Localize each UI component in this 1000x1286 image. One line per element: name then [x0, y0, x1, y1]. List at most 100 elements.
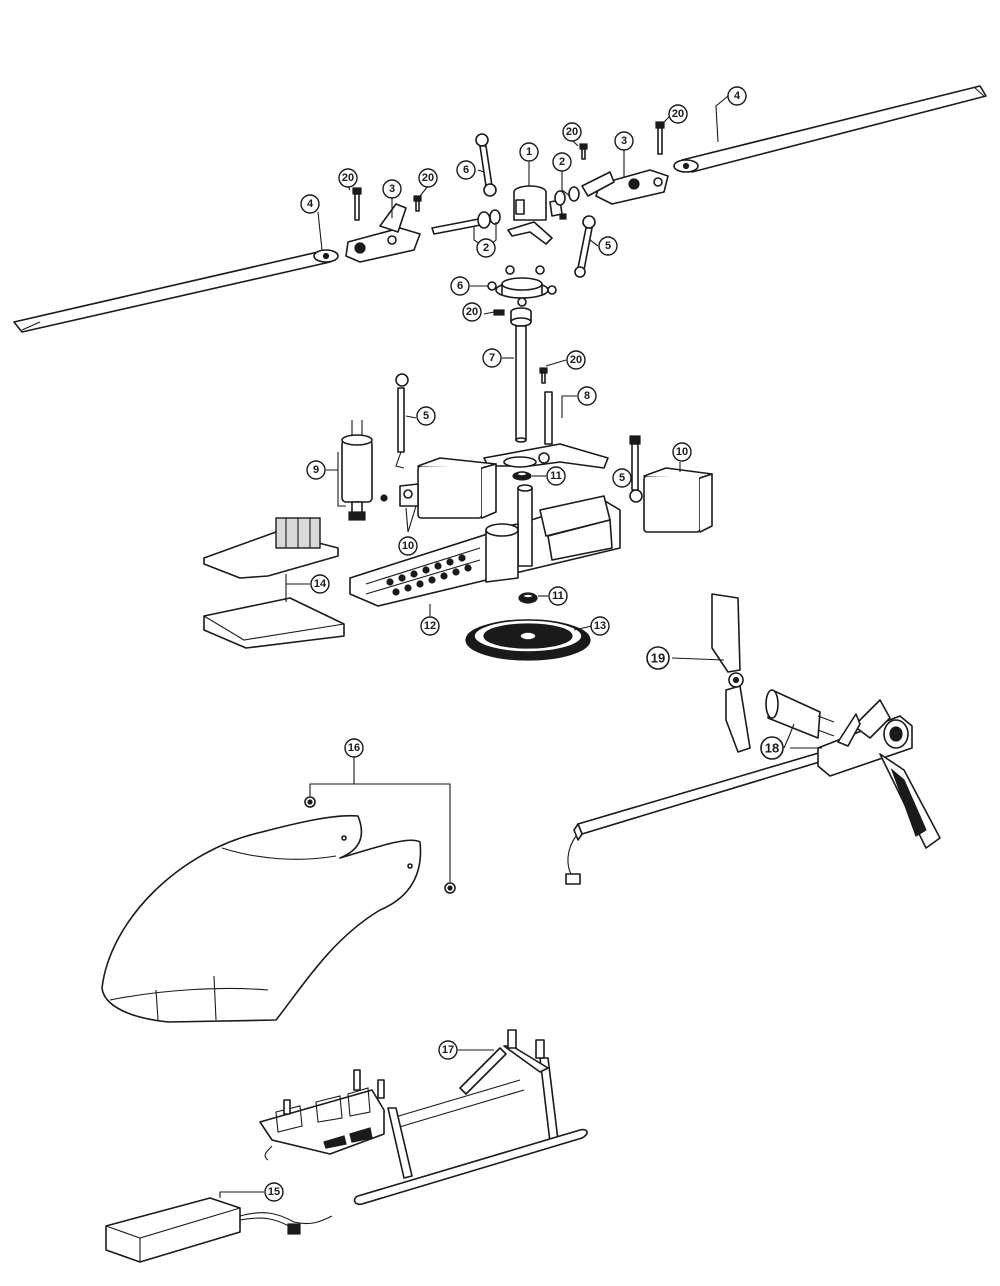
rotor-head: [507, 185, 563, 245]
callout-9: 9: [306, 460, 326, 480]
rotor-blade-left: [13, 249, 339, 333]
callout-20-left-a: 20: [338, 168, 358, 188]
svg-text:6: 6: [457, 280, 463, 292]
tail-rotor: [711, 593, 751, 753]
callouts: 1 2 2 3 3 4 4 5 5 5 6 6 7 8 9 10 10 11 1…: [264, 86, 784, 1202]
landing-gear: [259, 1029, 588, 1206]
svg-text:19: 19: [651, 651, 665, 666]
svg-text:4: 4: [734, 90, 741, 102]
callout-8: 8: [577, 386, 597, 406]
callout-20-shaft: 20: [566, 350, 586, 370]
svg-text:16: 16: [348, 742, 360, 754]
callout-15: 15: [264, 1182, 284, 1202]
linkage-rod-5-right: [574, 215, 596, 278]
svg-text:15: 15: [268, 1186, 280, 1198]
svg-text:18: 18: [765, 741, 779, 756]
svg-text:10: 10: [676, 446, 688, 458]
callout-3-right: 3: [614, 131, 634, 151]
svg-text:9: 9: [313, 464, 319, 476]
receiver-board: [203, 517, 339, 579]
svg-text:3: 3: [621, 135, 627, 147]
tail-boom: [565, 751, 827, 885]
canopy-grommets: [304, 796, 456, 894]
feathering-spindle: [431, 209, 501, 235]
callout-6-upper: 6: [456, 160, 476, 180]
blade-grip-left: [345, 203, 421, 263]
callout-5-servo: 5: [612, 468, 632, 488]
svg-text:4: 4: [307, 198, 314, 210]
leader-lines: [219, 95, 822, 1198]
svg-text:11: 11: [552, 590, 564, 602]
callout-5-middle: 5: [416, 406, 436, 426]
linkage-rod-5-middle: [395, 373, 409, 469]
callout-3-left: 3: [382, 179, 402, 199]
callout-2-left: 2: [476, 238, 496, 258]
main-shaft-collar: [493, 307, 532, 327]
canopy: [101, 814, 422, 1023]
bearing-11-lower: [518, 592, 538, 604]
svg-text:14: 14: [314, 578, 327, 590]
tail-motor: [765, 689, 835, 739]
svg-text:7: 7: [489, 352, 495, 364]
callout-11-lower: 11: [548, 586, 568, 606]
svg-text:5: 5: [605, 240, 611, 252]
svg-text:5: 5: [619, 472, 625, 484]
callout-12: 12: [420, 616, 440, 636]
rotor-blade-right: [673, 85, 987, 173]
svg-text:12: 12: [424, 620, 436, 632]
svg-text:10: 10: [402, 540, 414, 552]
svg-text:20: 20: [570, 354, 582, 366]
svg-text:5: 5: [423, 410, 429, 422]
callout-18: 18: [760, 736, 784, 760]
svg-text:8: 8: [584, 390, 590, 402]
svg-text:20: 20: [672, 108, 684, 120]
servo-left: [380, 457, 497, 519]
svg-text:20: 20: [422, 172, 434, 184]
main-gear: [465, 619, 591, 661]
callout-13: 13: [590, 616, 610, 636]
screw-20-shaft: [539, 367, 548, 384]
callout-17: 17: [438, 1040, 458, 1060]
callout-5-rotor: 5: [598, 236, 618, 256]
svg-text:20: 20: [342, 172, 354, 184]
callout-2-right: 2: [552, 152, 572, 172]
linkage-rod-6-upper: [475, 133, 497, 197]
callout-4-left: 4: [300, 194, 320, 214]
svg-text:6: 6: [463, 164, 469, 176]
screws-20-rotor: [352, 121, 665, 221]
callout-6-swashplate: 6: [450, 276, 470, 296]
callout-7: 7: [482, 348, 502, 368]
svg-text:20: 20: [466, 306, 478, 318]
svg-text:11: 11: [550, 470, 562, 482]
svg-text:1: 1: [526, 146, 532, 158]
callout-20-right-b: 20: [668, 104, 688, 124]
callout-14: 14: [310, 574, 330, 594]
main-motor: [341, 420, 373, 521]
callout-20-left-b: 20: [418, 168, 438, 188]
svg-text:17: 17: [442, 1044, 454, 1056]
callout-11-upper: 11: [546, 466, 566, 486]
callout-20-collar: 20: [462, 302, 482, 322]
main-shaft: [515, 325, 527, 443]
main-frame: [349, 484, 621, 607]
callout-10-left: 10: [398, 536, 418, 556]
callout-4-right: 4: [727, 86, 747, 106]
bearing-washers-right: [554, 186, 580, 206]
battery-plate: [203, 597, 345, 649]
callout-1: 1: [519, 142, 539, 162]
servo-right: [629, 435, 713, 533]
callout-19: 19: [646, 646, 670, 670]
bearing-11-upper: [512, 471, 532, 481]
svg-text:2: 2: [483, 242, 489, 254]
svg-text:20: 20: [566, 126, 578, 138]
callout-20-right-a: 20: [562, 122, 582, 142]
flight-battery: [105, 1197, 333, 1263]
callout-16: 16: [344, 738, 364, 758]
callout-10-right: 10: [672, 442, 692, 462]
tail-fin-assembly: [817, 699, 941, 849]
blade-grip-right: [581, 169, 669, 205]
svg-text:2: 2: [559, 156, 565, 168]
svg-text:3: 3: [389, 183, 395, 195]
swashplate: [487, 265, 557, 307]
